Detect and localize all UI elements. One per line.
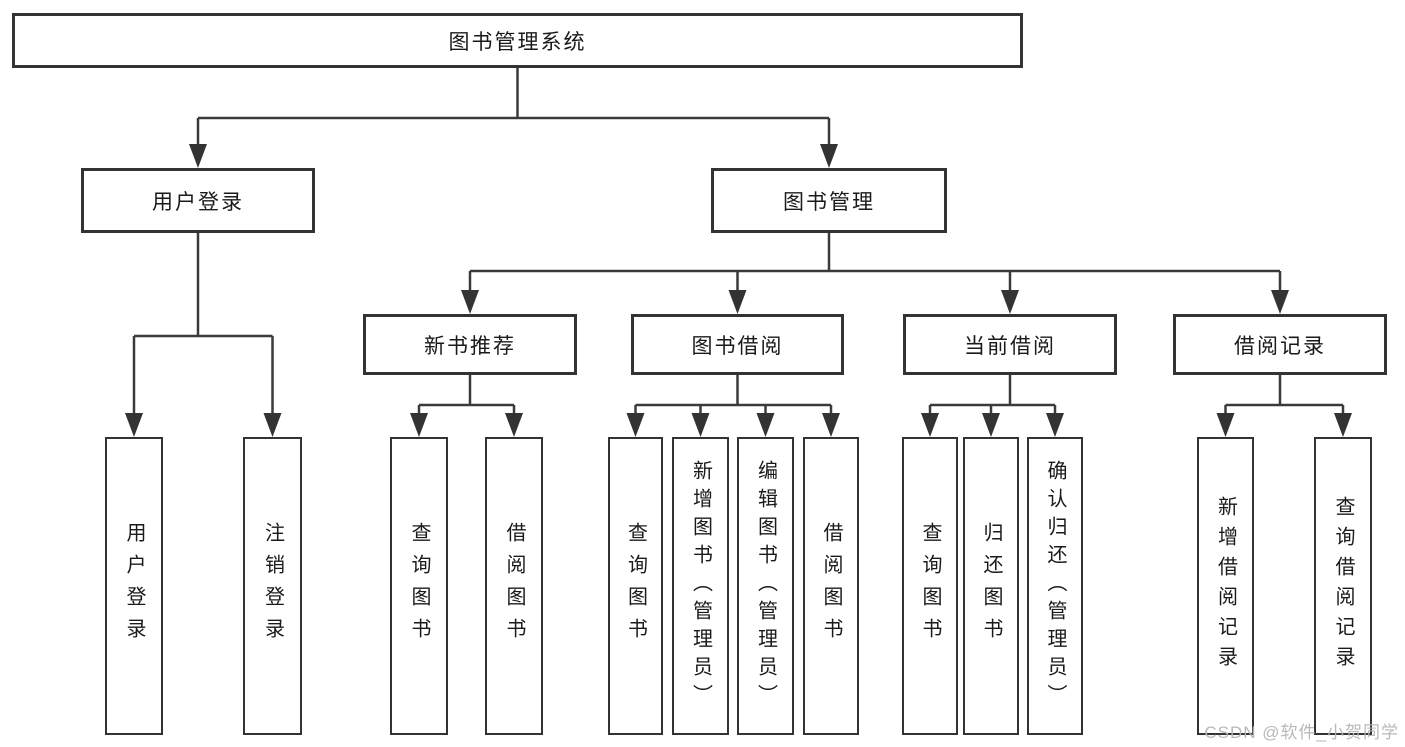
node-label: 查询图书: [919, 522, 941, 650]
node-label: 新增图书（管理员）: [689, 460, 712, 712]
node-label: 借阅图书: [503, 522, 525, 650]
node-label: 图书管理系统: [448, 30, 587, 54]
node-label: 新增借阅记录: [1214, 496, 1237, 676]
node-label: 查询借阅记录: [1332, 496, 1354, 676]
leaf-records-query-record: 查询借阅记录: [1314, 437, 1372, 735]
leaf-borrow-add-book-admin: 新增图书（管理员）: [672, 437, 729, 735]
leaf-logout: 注销登录: [243, 437, 302, 735]
node-current-borrow: 当前借阅: [903, 314, 1117, 375]
leaf-borrow-edit-book-admin: 编辑图书（管理员）: [737, 437, 794, 735]
node-book-borrow: 图书借阅: [631, 314, 844, 375]
leaf-records-add-record: 新增借阅记录: [1197, 437, 1254, 735]
node-label: 用户登录: [123, 522, 145, 650]
node-label: 借阅记录: [1234, 334, 1326, 358]
node-label: 确认归还（管理员）: [1044, 460, 1066, 712]
node-label: 注销登录: [261, 522, 284, 650]
node-label: 图书借阅: [691, 334, 784, 358]
csdn-watermark: CSDN @软件_小贺同学: [1204, 723, 1399, 742]
node-new-book-recommend: 新书推荐: [363, 314, 577, 375]
node-book-management: 图书管理: [711, 168, 947, 233]
node-borrow-records: 借阅记录: [1173, 314, 1387, 375]
node-label: 归还图书: [980, 522, 1002, 650]
leaf-borrow-query-book: 查询图书: [608, 437, 663, 735]
node-system-root: 图书管理系统: [12, 13, 1023, 68]
node-user-login: 用户登录: [81, 168, 315, 233]
node-label: 查询图书: [624, 522, 647, 650]
leaf-newbooks-query-book: 查询图书: [390, 437, 448, 735]
node-label: 编辑图书（管理员）: [754, 460, 777, 712]
node-label: 查询图书: [408, 522, 430, 650]
leaf-newbooks-borrow-book: 借阅图书: [485, 437, 543, 735]
leaf-current-return-book: 归还图书: [963, 437, 1019, 735]
node-label: 借阅图书: [820, 522, 842, 650]
node-label: 图书管理: [783, 190, 875, 214]
leaf-borrow-borrow-book: 借阅图书: [803, 437, 859, 735]
node-label: 新书推荐: [424, 334, 516, 358]
leaf-current-query-book: 查询图书: [902, 437, 958, 735]
leaf-current-confirm-return-admin: 确认归还（管理员）: [1027, 437, 1083, 735]
node-label: 当前借阅: [964, 334, 1056, 358]
leaf-user-login: 用户登录: [105, 437, 163, 735]
node-label: 用户登录: [152, 190, 244, 214]
